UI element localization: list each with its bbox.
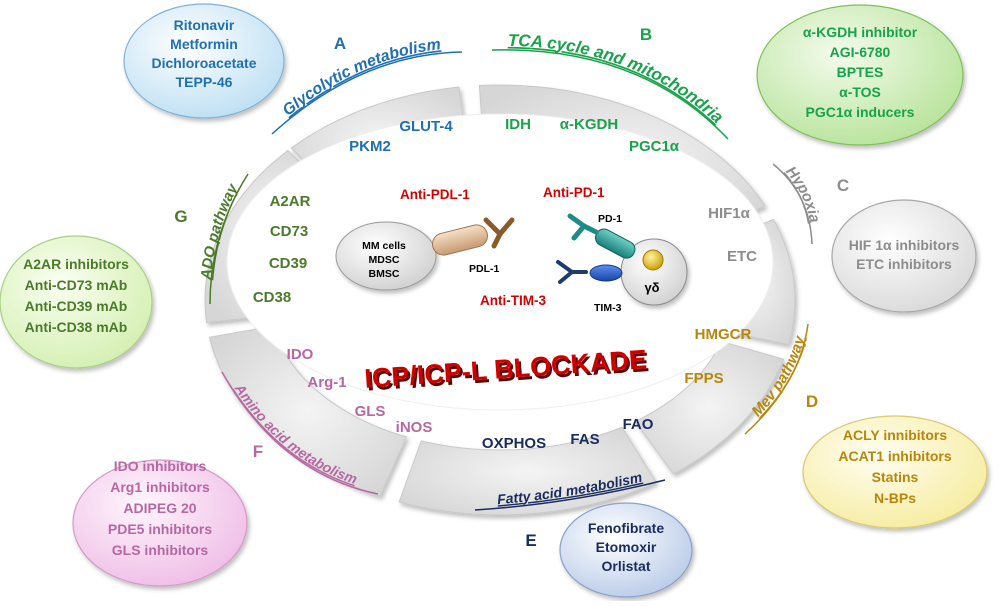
letter-e: E [525, 531, 536, 550]
drug-b-1: AGI-6780 [830, 44, 891, 60]
drug-g-3: Anti-CD38 mAb [25, 319, 128, 335]
drug-b-2: BPTES [837, 64, 884, 80]
drug-a-0: Ritonavir [174, 17, 235, 33]
center-ellipse [226, 113, 774, 411]
target-a-0: GLUT-4 [399, 118, 453, 135]
target-b-1: α-KGDH [560, 116, 618, 133]
drug-bubble-g [0, 235, 153, 369]
target-a-1: PKM2 [349, 138, 391, 155]
anti-tim3-antibody-icon [556, 260, 588, 284]
letter-g: G [174, 207, 187, 226]
target-d-0: HMGCR [695, 326, 752, 343]
letter-f: F [253, 442, 263, 461]
drug-bubble-c [831, 199, 977, 313]
target-f-2: GLS [355, 403, 386, 420]
drug-f-3: PDE5 inhibitors [108, 521, 212, 537]
drug-d-2: Statins [872, 469, 919, 485]
target-g-2: CD39 [269, 255, 307, 272]
target-e-1: FAS [570, 431, 599, 448]
drug-f-2: ADIPEG 20 [123, 500, 196, 516]
target-g-1: CD73 [270, 223, 308, 240]
drug-bubble-e [559, 502, 693, 598]
drug-e-0: Fenofibrate [588, 520, 664, 536]
target-d-1: FPPS [684, 370, 723, 387]
drug-d-1: ACAT1 inhibitors [838, 448, 952, 464]
tim3-label: TIM-3 [594, 302, 622, 314]
tim3-receptor-icon [589, 264, 623, 282]
letter-b: B [640, 25, 652, 44]
target-c-0: HIF1α [708, 205, 751, 222]
drug-bubble-f [72, 459, 248, 587]
section-title-c: Hypoxia [782, 163, 823, 224]
mm-cells-ellipse [335, 221, 437, 291]
target-g-3: CD38 [253, 289, 291, 306]
drug-f-0: IDO inhibitors [114, 458, 207, 474]
drug-bubbles: RitonavirMetforminDichloroacetateTEPP-46… [0, 3, 988, 598]
drug-e-1: Etomoxir [596, 539, 657, 555]
drug-bubble-b [756, 4, 964, 146]
letter-c: C [837, 176, 849, 195]
cells-label-3: BMSC [369, 268, 400, 280]
drug-g-0: A2AR inhibitors [23, 256, 129, 272]
pdl1-label: PDL-1 [469, 263, 499, 275]
drug-g-2: Anti-CD39 mAb [25, 298, 128, 314]
drug-a-2: Dichloroacetate [151, 55, 256, 71]
gamma-delta-label: γδ [644, 280, 659, 295]
drug-a-1: Metformin [170, 36, 238, 52]
drug-d-0: ACLY innibitors [843, 427, 947, 443]
nucleus-icon [642, 249, 664, 271]
drug-b-3: α-TOS [839, 84, 881, 100]
drug-f-4: GLS inhibitors [112, 542, 209, 558]
drug-f-1: Arg1 inhibitors [110, 479, 210, 495]
anti-pd1-label: Anti-PD-1 [543, 185, 605, 200]
drug-a-3: TEPP-46 [176, 74, 233, 90]
letter-d: D [806, 392, 818, 411]
anti-pdl1-label: Anti-PDL-1 [400, 187, 470, 202]
anti-tim3-label: Anti-TIM-3 [480, 293, 546, 308]
target-f-0: IDO [287, 346, 314, 363]
pd1-label: PD-1 [598, 213, 622, 225]
target-f-3: iNOS [396, 419, 433, 436]
section-letters: A B C D E F G [174, 25, 849, 550]
anti-pd1-antibody-icon [567, 213, 599, 241]
target-b-2: PGC1α [629, 138, 680, 155]
cells-label-2: MDSC [369, 254, 400, 266]
drug-b-4: PGC1α inducers [806, 104, 915, 120]
pdl1-receptor-icon [432, 224, 488, 256]
target-g-0: A2AR [270, 193, 311, 210]
letter-a: A [334, 34, 346, 53]
target-e-0: OXPHOS [482, 435, 546, 452]
target-c-1: ETC [727, 248, 757, 265]
drug-e-2: Orlistat [601, 558, 650, 574]
drug-bubble-a [123, 3, 285, 119]
drug-b-0: α-KGDH inhibitor [803, 24, 918, 40]
ring-segment-e [398, 426, 658, 516]
anti-pdl1-antibody-icon [483, 217, 515, 249]
drug-d-3: N-BPs [874, 490, 916, 506]
drug-bubble-d [802, 415, 988, 529]
cells-label-1: MM cells [362, 240, 406, 252]
target-b-0: IDH [505, 116, 531, 133]
target-f-1: Arg-1 [307, 374, 346, 391]
drug-g-1: Anti-CD73 mAb [25, 277, 128, 293]
drug-c-1: ETC inhibitors [856, 256, 952, 272]
ring-segment-d [634, 340, 785, 475]
drug-c-0: HIF 1α inhibitors [849, 237, 960, 253]
target-e-2: FAO [623, 416, 654, 433]
